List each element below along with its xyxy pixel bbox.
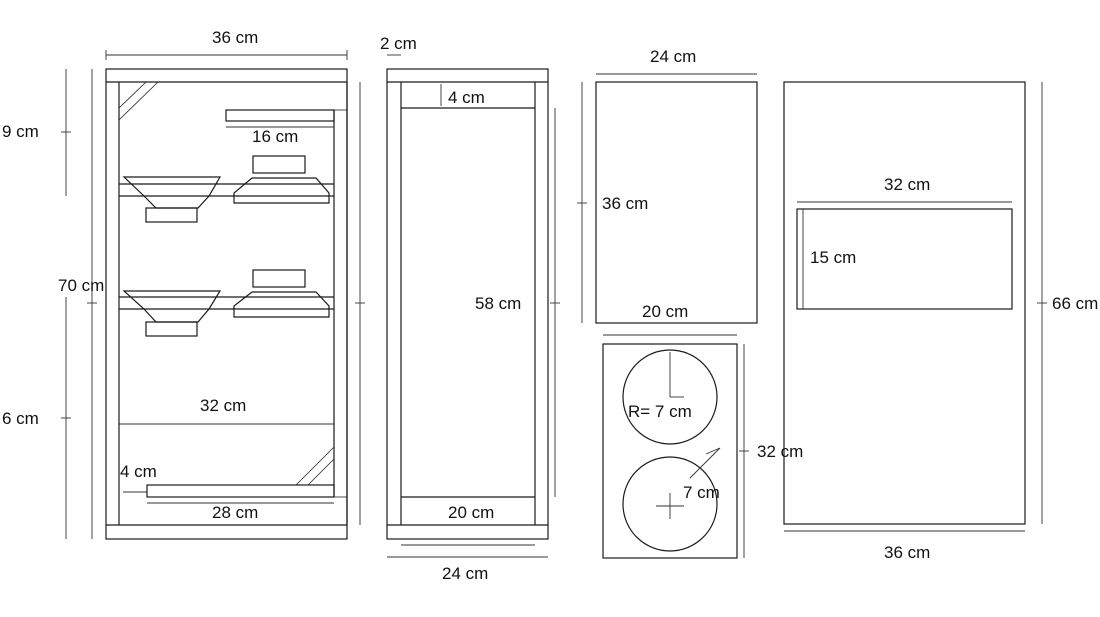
side-bottom-gap-label: 6 cm — [2, 409, 39, 428]
woofer-lower-right — [233, 291, 330, 318]
bottom-offset-label: 4 cm — [120, 462, 157, 481]
radius-leader — [689, 447, 721, 479]
front-outer-frame — [386, 68, 549, 540]
top-panel — [595, 81, 758, 324]
side-view: 16 cm 36 cm 9 cm — [2, 28, 348, 540]
tweeter-shelf — [225, 109, 335, 122]
top-panel-view: 24 cm 36 cm 20 cm — [577, 47, 758, 336]
driver-baffle — [602, 343, 738, 559]
front-width-label: 24 cm — [442, 564, 488, 583]
front-inner-width-label: 20 cm — [448, 503, 494, 522]
back-opening — [796, 208, 1013, 310]
upper-driver-pair — [119, 155, 334, 223]
lower-driver-pair — [119, 269, 334, 337]
back-opening-width-label: 32 cm — [884, 175, 930, 194]
back-height-label: 66 cm — [1052, 294, 1098, 313]
side-width-label: 36 cm — [212, 28, 258, 47]
woofer-upper-right — [233, 177, 330, 204]
driver-baffle-view: R= 7 cm 7 cm 32 cm — [602, 343, 803, 559]
front-inner-height-label: 58 cm — [475, 294, 521, 313]
baffle-height-label: 32 cm — [757, 442, 803, 461]
side-height-label: 70 cm — [58, 276, 104, 295]
inner-width-label: 32 cm — [200, 396, 246, 415]
top-panel-inner-label: 20 cm — [642, 302, 688, 321]
tweeter-shelf-label: 16 cm — [252, 127, 298, 146]
front-view: 2 cm 4 cm 58 cm 20 cm 24 cm — [355, 34, 560, 583]
baffle-radius-label: R= 7 cm — [628, 402, 692, 421]
lower-driver-cutout — [622, 456, 718, 552]
back-opening-height-label: 15 cm — [810, 248, 856, 267]
side-top-gap-label: 9 cm — [2, 122, 39, 141]
upper-driver-cutout — [622, 349, 718, 445]
top-corner-brace — [118, 81, 159, 121]
port-length-label: 28 cm — [212, 503, 258, 522]
baffle-radius2-label: 7 cm — [683, 483, 720, 502]
back-panel — [783, 81, 1026, 525]
front-top-label: 4 cm — [448, 88, 485, 107]
back-width-label: 36 cm — [884, 543, 930, 562]
back-panel-view: 32 cm 15 cm 66 cm 36 cm — [783, 81, 1098, 562]
panel-thickness-label: 2 cm — [380, 34, 417, 53]
port-board — [146, 484, 335, 498]
bottom-corner-brace — [295, 446, 335, 486]
top-panel-width-label: 24 cm — [650, 47, 696, 66]
woofer-lower-left — [122, 290, 222, 323]
top-panel-height-label: 36 cm — [602, 194, 648, 213]
woofer-upper-left — [122, 176, 222, 209]
